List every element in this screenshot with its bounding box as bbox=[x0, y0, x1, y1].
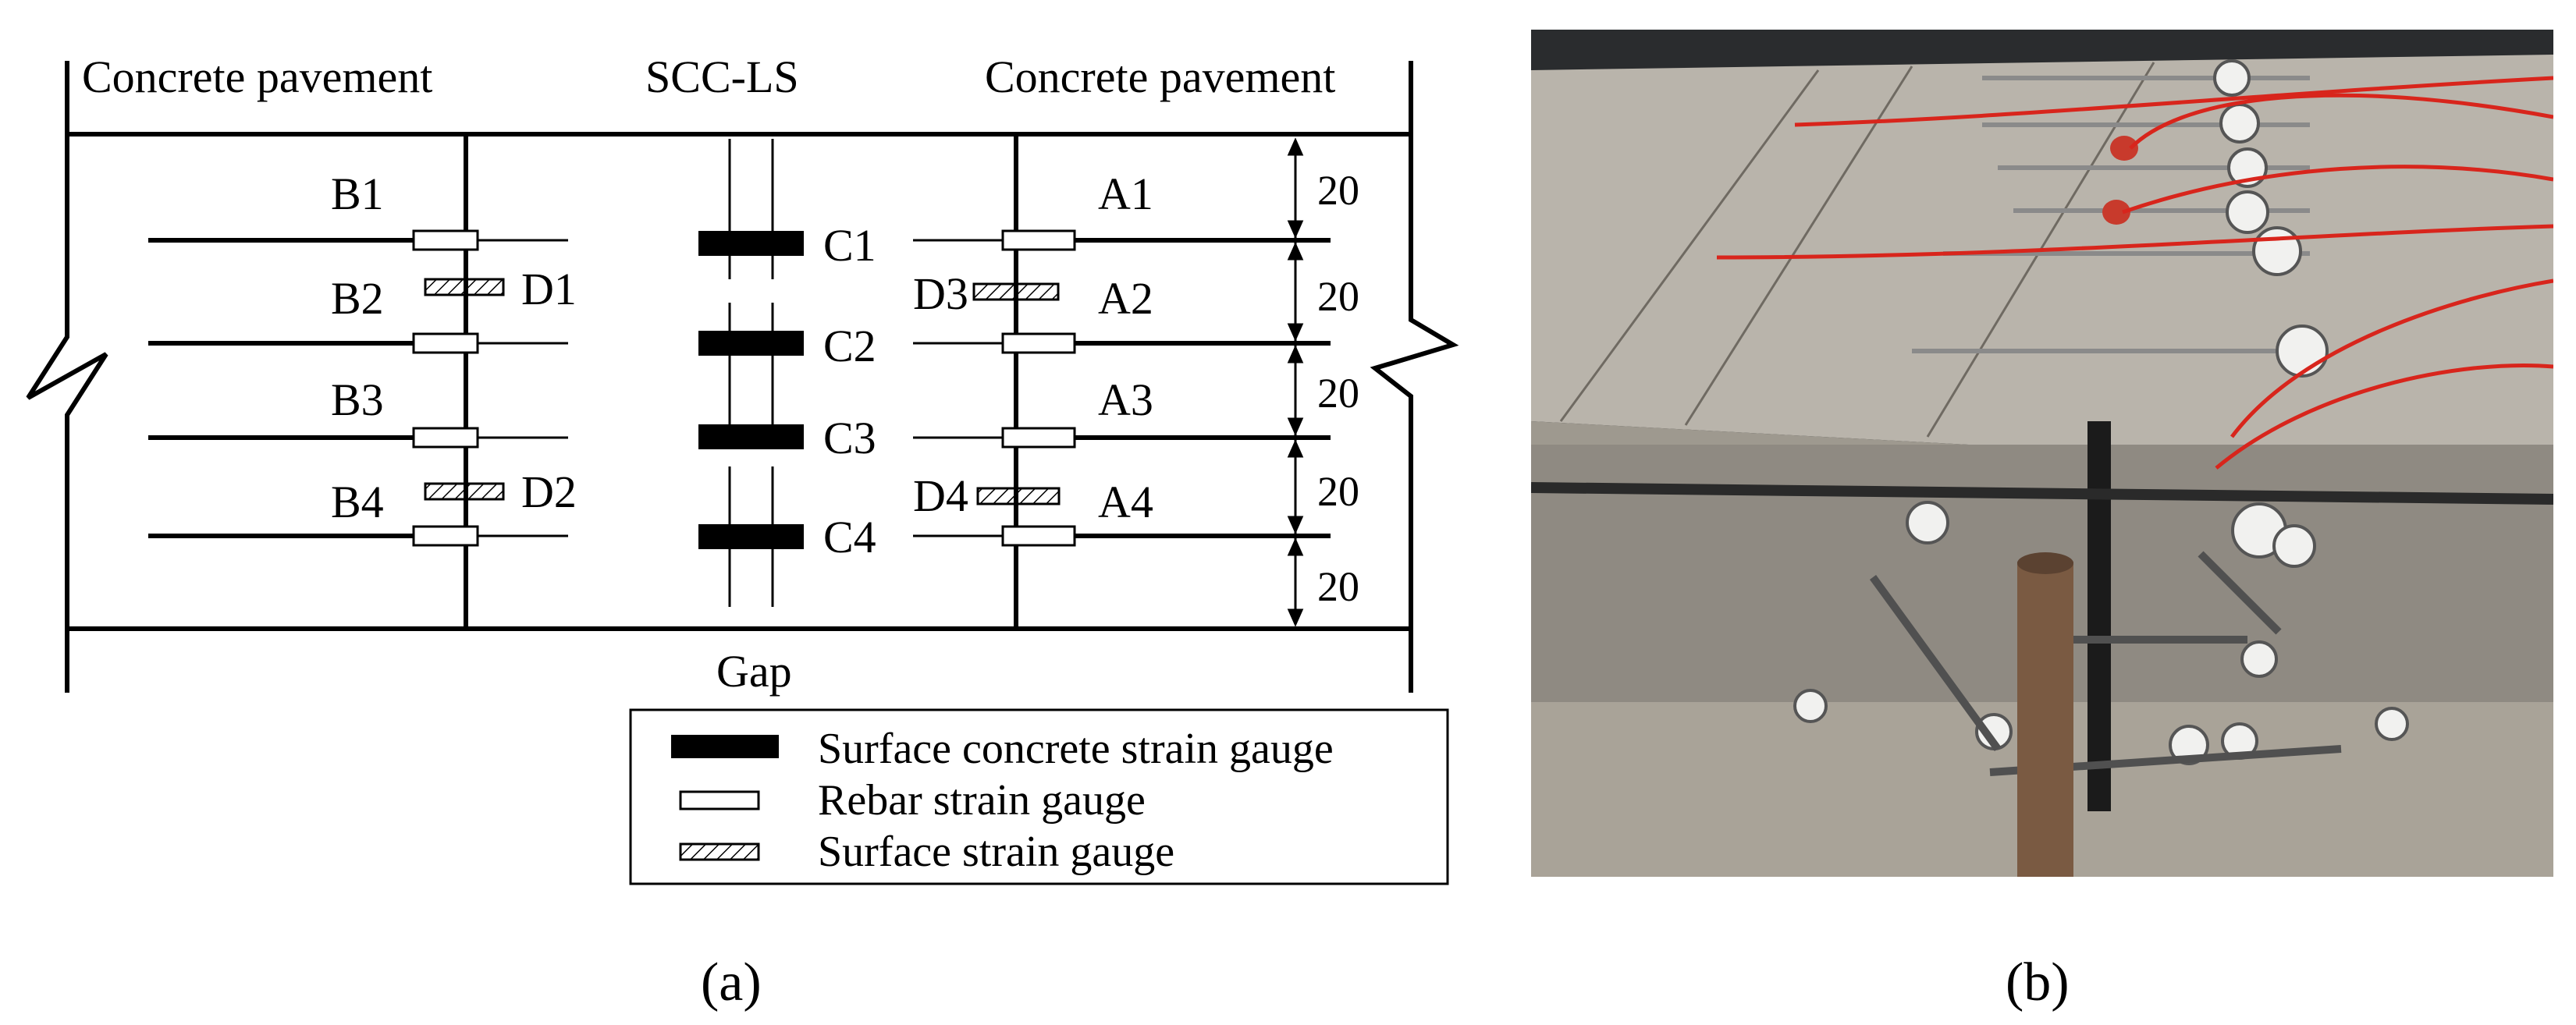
spacing-3: 20 bbox=[1317, 370, 1359, 417]
label-b4: B4 bbox=[331, 477, 384, 527]
schematic-diagram: Concrete pavement SCC-LS Concrete paveme… bbox=[26, 51, 1459, 885]
legend-label-rebar: Rebar strain gauge bbox=[818, 776, 1146, 825]
surface-concrete-strain-gauges bbox=[698, 231, 804, 549]
rebar-strain-gauges bbox=[412, 229, 1076, 547]
concrete-gauge-c1 bbox=[698, 231, 804, 256]
surface-gauge-d4 bbox=[976, 487, 1061, 505]
photo-steel-pipe bbox=[2017, 562, 2073, 877]
photo-slab-top bbox=[1531, 55, 2553, 476]
surface-gauge-d2 bbox=[424, 482, 505, 501]
spacing-dimension bbox=[1287, 137, 1304, 627]
scc-ls-section bbox=[464, 132, 1018, 631]
label-d1: D1 bbox=[521, 264, 577, 314]
rebar-gauge-b3 bbox=[412, 427, 479, 449]
pavement-outline bbox=[26, 61, 1459, 693]
caption-a: (a) bbox=[701, 952, 762, 1013]
label-a4: A4 bbox=[1098, 477, 1153, 527]
label-d3: D3 bbox=[913, 268, 968, 319]
label-a1: A1 bbox=[1098, 168, 1153, 219]
label-c2: C2 bbox=[823, 321, 876, 371]
rebar-lines bbox=[148, 238, 1331, 538]
header-middle-label: SCC-LS bbox=[645, 51, 799, 102]
label-c1: C1 bbox=[823, 220, 876, 271]
legend-swatch-rebar bbox=[679, 790, 760, 810]
surface-gauge-d1 bbox=[424, 278, 505, 296]
surface-strain-gauges bbox=[424, 278, 1061, 505]
label-a3: A3 bbox=[1098, 374, 1153, 425]
header-left-label: Concrete pavement bbox=[82, 51, 432, 102]
concrete-gauge-c3 bbox=[698, 424, 804, 449]
rebar-gauge-a3 bbox=[1001, 427, 1076, 449]
rebar-gauge-b1 bbox=[412, 229, 479, 251]
label-a2: A2 bbox=[1098, 273, 1153, 324]
label-b3: B3 bbox=[331, 374, 384, 425]
gap-lines bbox=[728, 139, 774, 629]
legend-swatch-surface-concrete bbox=[671, 735, 779, 758]
label-d2: D2 bbox=[521, 466, 577, 517]
caption-b: (b) bbox=[2006, 952, 2070, 1013]
spacing-5: 20 bbox=[1317, 563, 1359, 610]
label-b2: B2 bbox=[331, 273, 384, 324]
legend: Surface concrete strain gauge Rebar stra… bbox=[629, 708, 1449, 885]
rebar-gauge-b2 bbox=[412, 332, 479, 354]
legend-label-surface-concrete: Surface concrete strain gauge bbox=[818, 725, 1334, 773]
gap-label: Gap bbox=[716, 646, 792, 697]
concrete-gauge-c2 bbox=[698, 331, 804, 356]
rebar-gauge-b4 bbox=[412, 525, 479, 547]
concrete-gauge-c4 bbox=[698, 524, 804, 549]
rebar-gauge-a4 bbox=[1001, 525, 1076, 547]
surface-gauge-d3 bbox=[972, 282, 1060, 301]
site-photo bbox=[1531, 30, 2553, 877]
left-break-line bbox=[26, 134, 108, 629]
spacing-1: 20 bbox=[1317, 167, 1359, 214]
legend-label-surface: Surface strain gauge bbox=[818, 828, 1174, 876]
spacing-2: 20 bbox=[1317, 273, 1359, 320]
label-d4: D4 bbox=[913, 470, 968, 521]
label-c4: C4 bbox=[823, 512, 876, 562]
right-break-line bbox=[1370, 134, 1459, 629]
rebar-gauge-a2 bbox=[1001, 332, 1076, 354]
spacing-4: 20 bbox=[1317, 468, 1359, 515]
label-c3: C3 bbox=[823, 413, 876, 463]
legend-swatch-surface bbox=[679, 842, 760, 861]
rebar-gauge-a1 bbox=[1001, 229, 1076, 251]
label-b1: B1 bbox=[331, 168, 384, 219]
header-right-label: Concrete pavement bbox=[985, 51, 1335, 102]
